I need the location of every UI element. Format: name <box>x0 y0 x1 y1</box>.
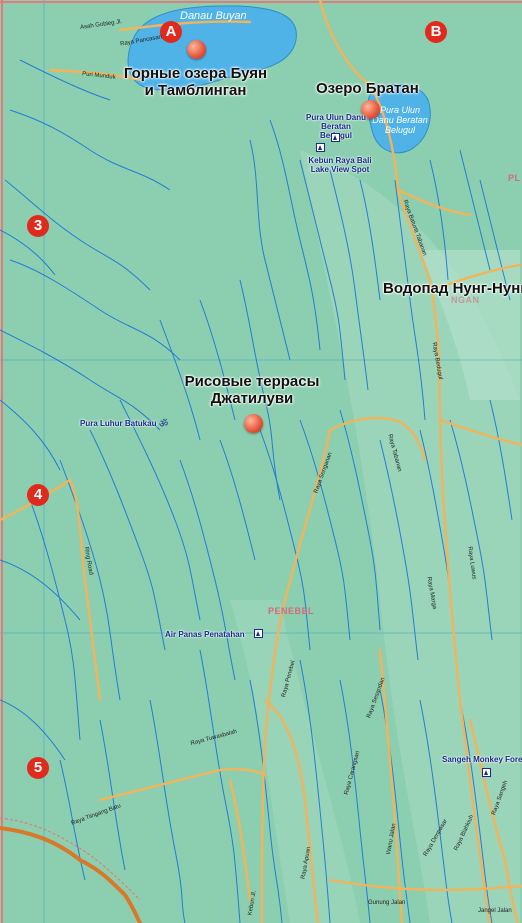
attraction-label-nung-nung[interactable]: Водопад Нунг-Нунг <box>383 280 522 297</box>
temple-icon-kebun-raya <box>316 143 325 152</box>
road-label-gunung-jalan: Gunung Jalan <box>368 900 406 906</box>
attraction-dot-jatiluwih[interactable] <box>244 414 263 433</box>
attraction-label-jatiluwih[interactable]: Рисовые террасы Джатилуви <box>184 373 320 407</box>
attraction-label-bratan[interactable]: Озеро Братан <box>316 80 419 97</box>
place-label-pura-luhur: Pura Luhur Batukau <box>80 419 157 428</box>
temple-icon-pura-ulun-danu <box>331 133 340 142</box>
temple-icon-air-panas <box>254 629 263 638</box>
grid-marker-4: 4 <box>27 484 49 506</box>
attraction-label-buyan[interactable]: Горные озера Буян и Тамблинган <box>123 65 268 99</box>
region-label-ngan: NGAN <box>451 295 480 305</box>
grid-marker-5: 5 <box>27 757 49 779</box>
place-label-sangeh: Sangeh Monkey Fore <box>442 755 522 764</box>
region-label-pl: PL <box>508 173 521 183</box>
region-label-penebel: PENEBEL <box>268 606 315 616</box>
place-label-air-panas: Air Panas Penatahan <box>165 630 245 639</box>
road-label-jangel-jalan: Jangel Jalan <box>478 908 512 914</box>
temple-icon-sangeh <box>482 768 491 777</box>
grid-marker-3: 3 <box>27 215 49 237</box>
place-label-kebun-raya: Kebun Raya Bali Lake View Spot <box>308 156 372 174</box>
lake-buyan-label: Danau Buyan <box>180 10 247 22</box>
grid-marker-b: B <box>425 21 447 43</box>
grid-marker-a: A <box>160 21 182 43</box>
attraction-dot-bratan[interactable] <box>361 100 380 119</box>
om-icon: ॐ <box>159 419 169 430</box>
lake-beratan-label: Pura Ulun Danu Beratan Belugul <box>372 105 428 135</box>
attraction-dot-buyan[interactable] <box>187 40 206 59</box>
